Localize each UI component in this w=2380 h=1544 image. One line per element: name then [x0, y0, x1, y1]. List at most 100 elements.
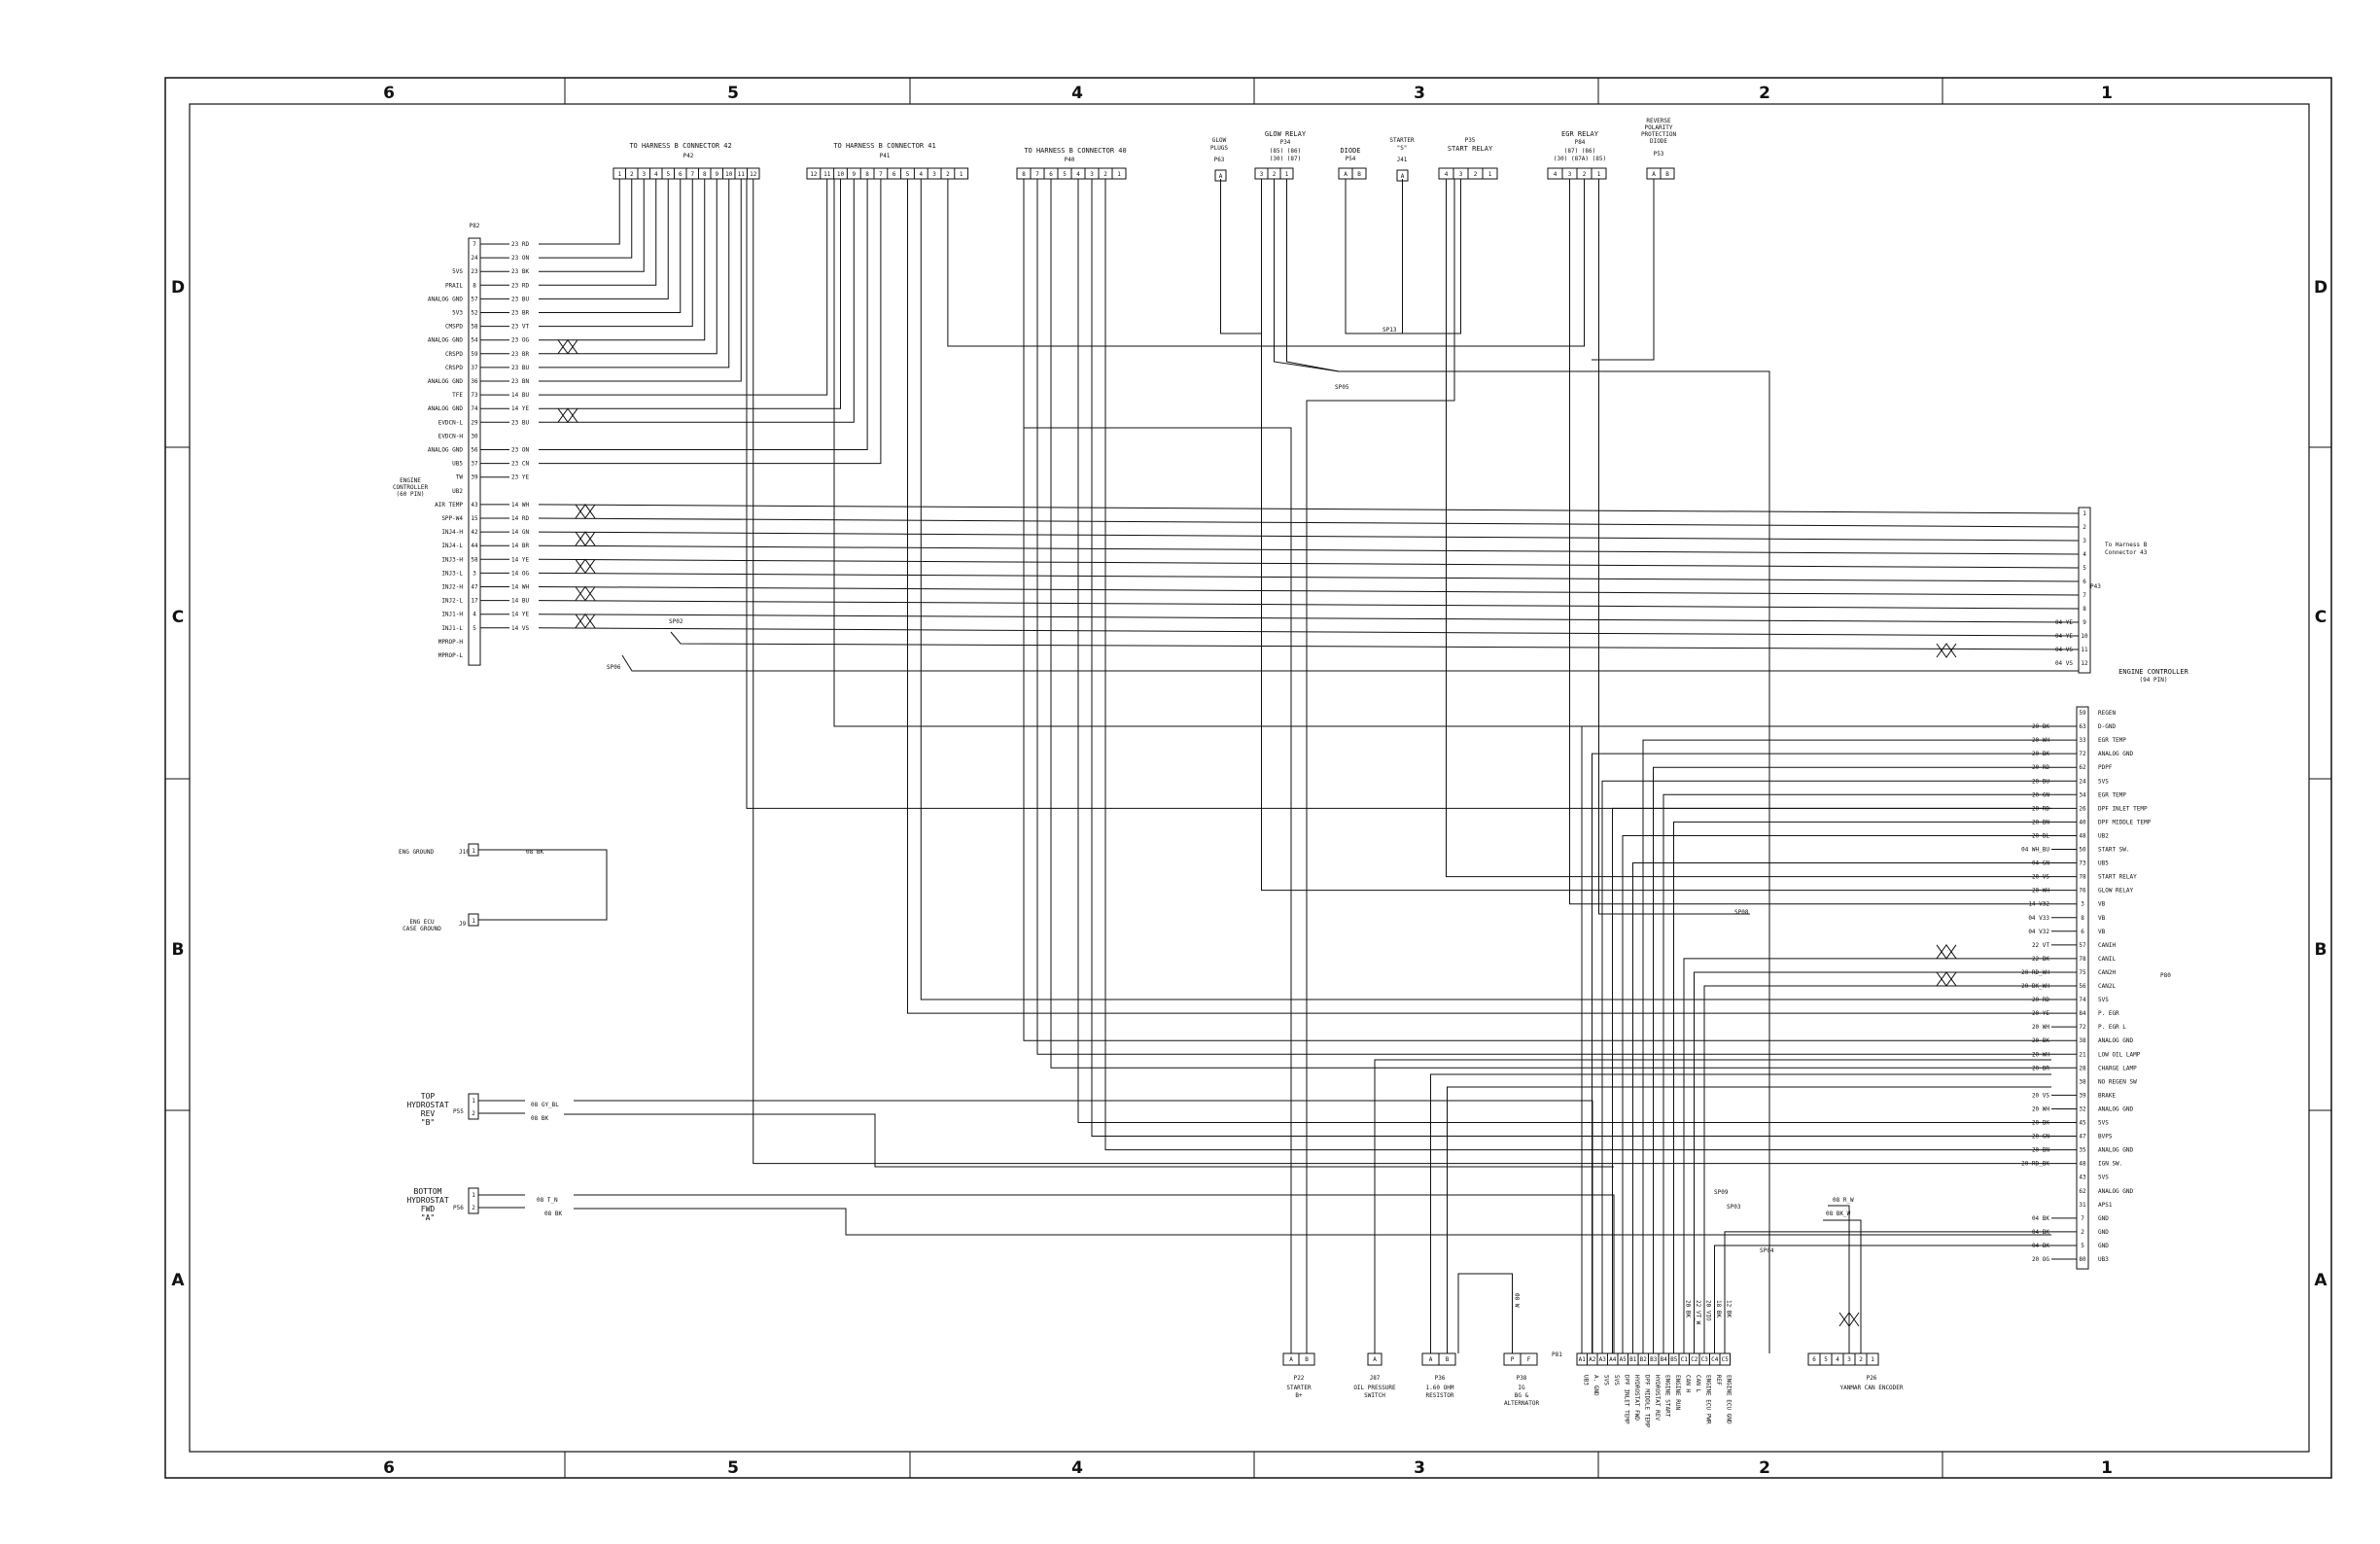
p80-to-p81-wire — [1601, 780, 2051, 1353]
p80-wire-label: 20 BK — [2032, 1037, 2049, 1044]
p82-pin: 57 — [471, 296, 478, 302]
inner-frame — [189, 103, 2310, 1453]
p81-signal-label: REF — [1715, 1375, 1722, 1386]
p82-signal-label: 5VS — [452, 268, 463, 275]
p80-wire-label: 20 RD — [2032, 997, 2049, 1003]
p80-labels: ENGINE CONTROLLER (94 PIN) P80 — [2118, 668, 2188, 979]
p80-wire-label: 20 VS — [2032, 1092, 2049, 1099]
egr-relay-pin: 2 — [1583, 171, 1587, 178]
p80-signal-label: EGR TEMP — [2098, 791, 2126, 798]
p80-signal-label: START RELAY — [2098, 874, 2137, 881]
p80-wire-label: 20 GN — [2032, 1134, 2049, 1140]
p82-to-p43-wire — [538, 531, 2080, 542]
splice-sp02: SP02 — [669, 618, 683, 625]
p82-to-top-wire — [539, 179, 706, 341]
p80-wire-label: 04 BK — [2032, 1215, 2049, 1222]
rev-diode-pin: A — [1652, 171, 1656, 178]
p82-wire-label: 14 YE — [511, 612, 529, 618]
twisted-pair-mark — [557, 338, 578, 355]
p80-to-p81-wire — [1653, 766, 2051, 1353]
p81-signal-label: ENGINE START — [1663, 1375, 1670, 1418]
p80-to-top-wire — [1077, 179, 2051, 1123]
p82-to-top-wire — [539, 179, 882, 465]
hydro-bot-ref: P56 — [453, 1205, 464, 1211]
p80-signal-label: CANIL — [2098, 956, 2116, 963]
hydrostat_bottom-pin: 1 — [472, 1192, 475, 1199]
p81-pin: C4 — [1711, 1356, 1719, 1363]
oil-wire — [1374, 1059, 2051, 1353]
p81-signal-label: DPF MIDDLE TEMP — [1643, 1375, 1650, 1428]
p80-signal-label: GND — [2098, 1215, 2109, 1222]
p80-wire-label: 20 RD — [2032, 805, 2049, 812]
p80-wire-label: 20 BN — [2032, 819, 2049, 825]
p80-pin: 72 — [2079, 1024, 2086, 1031]
p82-signal-label: ANALOG GND — [428, 447, 464, 454]
p82-wire-label: 23 BR — [511, 310, 529, 317]
egr-relay-pin: 3 — [1568, 171, 1572, 178]
mprop-wire — [621, 654, 2079, 672]
p80-pin: 59 — [2079, 710, 2086, 717]
p80-wire-label: 04 GN — [2032, 860, 2049, 867]
alt-ref: P38 — [1517, 1375, 1527, 1382]
twisted-pair-mark — [1936, 971, 1957, 987]
p82-pin: 59 — [471, 351, 478, 358]
p80-pin: 45 — [2079, 1120, 2086, 1127]
start-relay-title: START RELAY — [1448, 145, 1493, 153]
p40-pin: 2 — [1103, 171, 1107, 178]
p82-signal-label: EVDCN-L — [438, 419, 464, 426]
p80-pin: 5 — [2081, 1243, 2084, 1249]
p80-wire-label: 20 BU — [2032, 778, 2049, 785]
p80-to-p81-wire — [1662, 793, 2051, 1353]
p26-wire — [1828, 1205, 1850, 1353]
p80-name-2: (94 PIN) — [2140, 677, 2168, 684]
alt-l1: IG — [1518, 1385, 1525, 1391]
p80-to-top-wire — [1261, 179, 2051, 892]
hydrostat_bottom-pin: 2 — [472, 1205, 475, 1211]
p82-wire-label: 23 BN — [511, 378, 529, 385]
p80-signal-label: GND — [2098, 1229, 2109, 1236]
p82-signal-label: 5V3 — [452, 310, 463, 317]
p82-pin: 7 — [472, 241, 476, 248]
oil-switch-body — [1367, 1352, 1382, 1366]
p82-signal-label: INJ4-L — [441, 543, 463, 549]
p82-to-top-wire — [539, 179, 718, 355]
p82-wire-label: 23 BU — [511, 296, 529, 302]
p80-to-p81-wire — [1622, 834, 2051, 1353]
p82-to-p43-wire — [538, 614, 2080, 623]
diode-pin: B — [1357, 171, 1361, 178]
p80-wire-label: 04 BK — [2032, 1229, 2049, 1236]
p82-signal-label: UB5 — [452, 461, 463, 468]
p43-note-1: To Harness B — [2105, 542, 2148, 548]
p80-pin: 3 — [2081, 901, 2084, 908]
p43-wire-label: 04 VS — [2055, 647, 2073, 653]
p81-wire-label: 20 BK — [1684, 1300, 1691, 1317]
p80-wire-label: 20 WH — [2032, 1024, 2049, 1031]
p81-pin: C1 — [1681, 1356, 1689, 1363]
p82-pin: 36 — [471, 378, 478, 385]
p42-pin: 10 — [725, 171, 733, 178]
starter-l1: STARTER — [1286, 1385, 1312, 1391]
p81-signal-label: HYDROSTAT FWD — [1633, 1375, 1640, 1421]
p80-signal-label: UB3 — [2098, 1256, 2109, 1263]
p42-pin: 3 — [642, 171, 646, 178]
eng-ecu-label-2: CASE GROUND — [402, 926, 441, 932]
hydrostat_top-body — [468, 1093, 479, 1120]
p82-ref: P82 — [470, 223, 480, 229]
resistor-wire — [1447, 1086, 2051, 1353]
p80-wire-label: 22 VT — [2032, 942, 2049, 949]
start-relay-pin: 3 — [1459, 171, 1463, 178]
p81-pin: B5 — [1670, 1356, 1678, 1363]
p80-wire-label: 22 BK — [2032, 956, 2049, 963]
p43-labels: To Harness B Connector 43 P43 — [2090, 542, 2148, 590]
p43-pin: 2 — [2082, 524, 2086, 531]
p82-signal-label: AIR TEMP — [435, 502, 463, 509]
hydrostat-labels: TOP HYDROSTAT REV "B" P55 08 GY_BL 08 BK… — [406, 1092, 562, 1222]
zone-right-D: D — [2314, 278, 2328, 298]
p43-pin: 8 — [2082, 606, 2086, 613]
p81-signal-label: ENGINE ECU GND — [1725, 1375, 1732, 1424]
diode-ref: P54 — [1346, 156, 1356, 162]
twisted-pair-mark — [557, 407, 578, 424]
p40-pin: 5 — [1063, 171, 1067, 178]
p80-to-top-wire — [920, 179, 2051, 1000]
p81-wire-label: 22 VT_W — [1695, 1300, 1701, 1325]
